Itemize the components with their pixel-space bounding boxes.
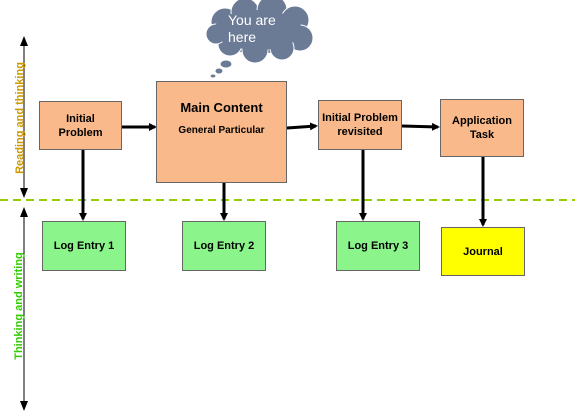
main-content-title: Main Content xyxy=(180,100,263,115)
log-entry-1-label: Log Entry 1 xyxy=(53,240,115,252)
log-entry-3-box: Log Entry 3 xyxy=(336,221,420,271)
application-task-box: Application Task xyxy=(440,99,524,157)
left-axis-top xyxy=(20,36,28,198)
reading-and-thinking-label: Reading and thinking xyxy=(14,62,26,174)
log-entry-1-box: Log Entry 1 xyxy=(42,221,126,271)
initial-problem-label: Initial Problem xyxy=(58,112,103,139)
application-task-label: Application Task xyxy=(452,115,512,141)
you-are-here-text: You are here xyxy=(228,12,276,45)
journal-box: Journal xyxy=(441,227,525,276)
arrow-main-to-revisited xyxy=(286,122,318,131)
log-entry-3-label: Log Entry 3 xyxy=(347,240,409,252)
main-content-subtitle: General Particular xyxy=(178,125,265,136)
log-entry-2-box: Log Entry 2 xyxy=(182,221,266,271)
cloud-fill-cover xyxy=(214,10,302,50)
initial-problem-revisited-label: Initial Problem revisited xyxy=(322,112,398,138)
left-axis-bottom xyxy=(20,207,28,411)
main-content-box: Main Content General Particular xyxy=(156,81,287,183)
initial-problem-box: Initial Problem xyxy=(39,101,122,150)
log-entry-2-label: Log Entry 2 xyxy=(193,240,255,252)
initial-problem-revisited-box: Initial Problem revisited xyxy=(318,100,402,150)
thinking-and-writing-label: Thinking and writing xyxy=(13,252,25,360)
arrow-revisited-to-application xyxy=(401,122,440,131)
journal-label: Journal xyxy=(463,245,503,258)
